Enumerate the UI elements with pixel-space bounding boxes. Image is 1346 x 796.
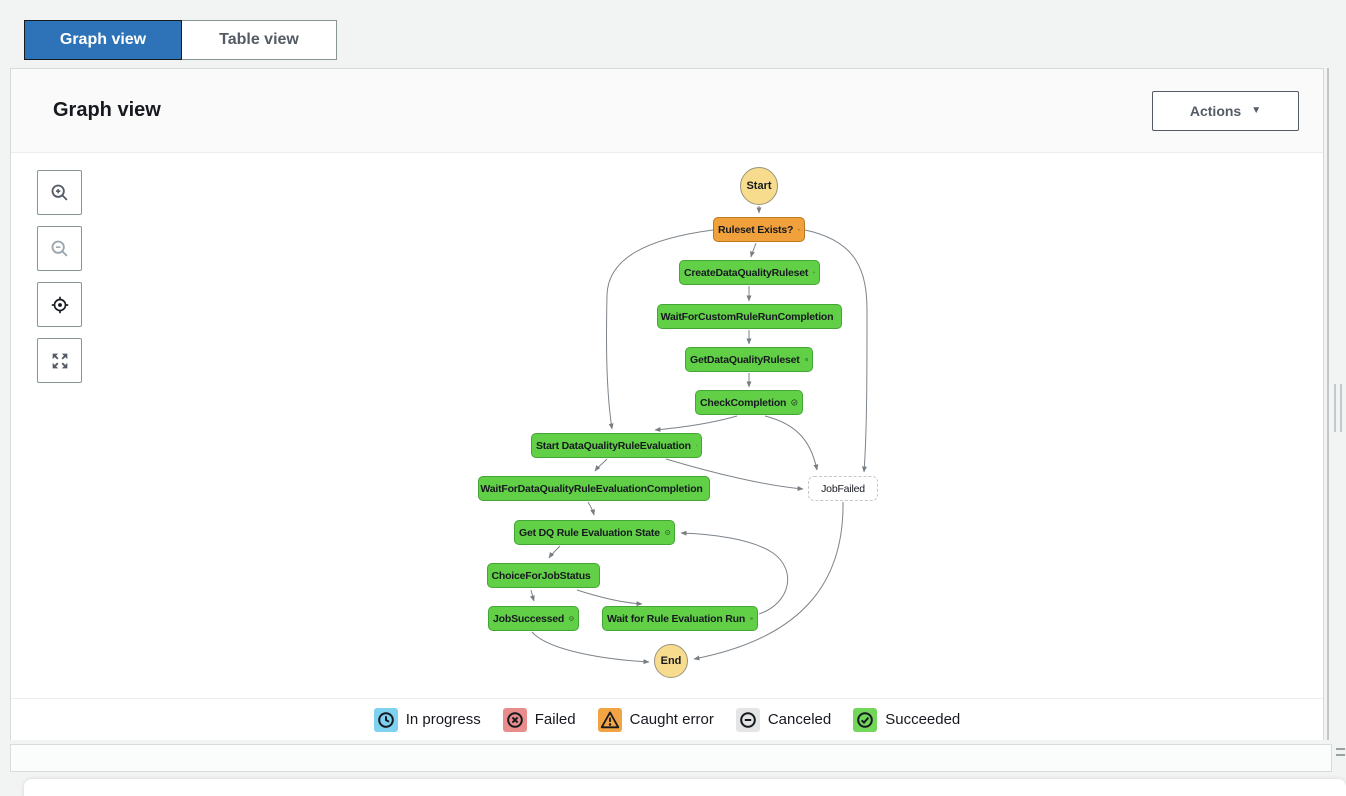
crosshair-icon [51, 296, 68, 313]
caught-error-icon [798, 228, 800, 231]
grip-dash [1336, 748, 1345, 750]
check-circle-icon [853, 707, 878, 732]
graph-node-create-data-quality-ruleset[interactable]: CreateDataQualityRuleset [679, 260, 820, 285]
node-label: ChoiceForJobStatus [491, 569, 591, 582]
legend-label: Failed [534, 711, 576, 728]
succeeded-icon [791, 399, 798, 406]
chevron-down-icon: ▼ [1251, 104, 1262, 116]
zoom-in-icon [51, 184, 68, 201]
legend-label: In progress [405, 711, 481, 728]
node-label: Get DQ Rule Evaluation State [519, 526, 660, 539]
succeeded-icon [569, 616, 574, 621]
legend-label: Caught error [629, 711, 714, 728]
graph-node-choice-for-job-status[interactable]: ChoiceForJobStatus [487, 563, 600, 588]
succeeded-icon [750, 617, 753, 620]
graph-node-check-completion[interactable]: CheckCompletion [695, 390, 803, 415]
legend-item-in-progress: In progress [373, 707, 481, 732]
legend-item-failed: Failed [502, 707, 576, 732]
tab-graph-view[interactable]: Graph view [24, 20, 182, 60]
node-label: WaitForCustomRuleRunCompletion [660, 310, 834, 323]
graph-view-panel: Graph view Actions ▼ [10, 68, 1324, 740]
x-circle-icon [502, 707, 527, 732]
graph-node-end[interactable]: End [654, 644, 688, 678]
actions-button[interactable]: Actions ▼ [1152, 90, 1299, 131]
legend-item-caught-error: Caught error [597, 707, 714, 732]
legend-item-succeeded: Succeeded [853, 707, 961, 732]
legend-label: Succeeded [885, 711, 961, 728]
actions-button-label: Actions [1189, 102, 1242, 119]
legend-item-canceled: Canceled [735, 707, 832, 732]
succeeded-icon [665, 530, 670, 535]
legend-label: Canceled [767, 711, 832, 728]
graph-node-wait-for-rule-evaluation-run[interactable]: Wait for Rule Evaluation Run [602, 606, 758, 631]
page-title: Graph view [53, 99, 161, 121]
graph-node-job-successed[interactable]: JobSuccessed [488, 606, 579, 631]
center-graph-button[interactable] [37, 282, 82, 327]
status-legend: In progress Failed Caught error [11, 698, 1323, 740]
node-label: CreateDataQualityRuleset [684, 266, 809, 279]
tab-graph-view-label: Graph view [59, 31, 147, 48]
graph-node-wait-for-custom-rule-run-completion[interactable]: WaitForCustomRuleRunCompletion [657, 304, 842, 329]
fit-to-view-button[interactable] [37, 338, 82, 383]
resize-grip-line [1334, 384, 1336, 432]
node-label: GetDataQualityRuleset [690, 353, 800, 366]
clock-icon [373, 707, 398, 732]
warning-triangle-icon [597, 707, 622, 732]
graph-node-wait-for-data-quality-rule-evaluation-completion[interactable]: WaitForDataQualityRuleEvaluationCompleti… [478, 476, 710, 501]
minus-circle-icon [735, 707, 760, 732]
node-label: Wait for Rule Evaluation Run [607, 612, 746, 625]
view-segmented-control: Graph view Table view [24, 20, 337, 60]
graph-node-get-data-quality-ruleset[interactable]: GetDataQualityRuleset [685, 347, 813, 372]
expand-arrows-icon [52, 353, 67, 368]
node-label: Ruleset Exists? [718, 223, 794, 236]
succeeded-icon [695, 444, 697, 447]
grip-dash [1336, 754, 1345, 756]
graph-canvas[interactable]: Start Ruleset Exists? CreateDataQualityR… [11, 153, 1323, 698]
tab-table-view[interactable]: Table view [182, 20, 337, 60]
zoom-in-button[interactable] [37, 170, 82, 215]
resize-grip-line [1340, 384, 1342, 432]
node-label: JobSuccessed [493, 612, 565, 625]
node-label: Start DataQualityRuleEvaluation [536, 439, 691, 452]
node-label: Start [746, 180, 772, 192]
node-label: WaitForDataQualityRuleEvaluationCompleti… [480, 482, 703, 495]
scrollbar-corner-grip[interactable] [1336, 748, 1345, 758]
graph-node-start[interactable]: Start [740, 167, 778, 205]
zoom-out-button[interactable] [37, 226, 82, 271]
graph-node-ruleset-exists[interactable]: Ruleset Exists? [713, 217, 805, 242]
graph-node-job-failed[interactable]: JobFailed [808, 476, 878, 501]
graph-node-get-dq-rule-evaluation-state[interactable]: Get DQ Rule Evaluation State [514, 520, 675, 545]
node-label: JobFailed [821, 482, 865, 495]
panel-resize-handle[interactable] [1334, 384, 1342, 432]
tab-table-view-label: Table view [219, 31, 299, 48]
bottom-panel [24, 779, 1346, 796]
zoom-out-icon [51, 240, 68, 257]
panel-header: Graph view Actions ▼ [11, 69, 1323, 153]
succeeded-icon [813, 271, 815, 274]
succeeded-icon [804, 357, 808, 362]
panel-divider [1327, 68, 1329, 740]
horizontal-scrollbar[interactable] [10, 744, 1332, 772]
graph-node-start-data-quality-rule-evaluation[interactable]: Start DataQualityRuleEvaluation [531, 433, 702, 458]
node-label: CheckCompletion [700, 396, 787, 409]
node-label: End [660, 655, 682, 667]
